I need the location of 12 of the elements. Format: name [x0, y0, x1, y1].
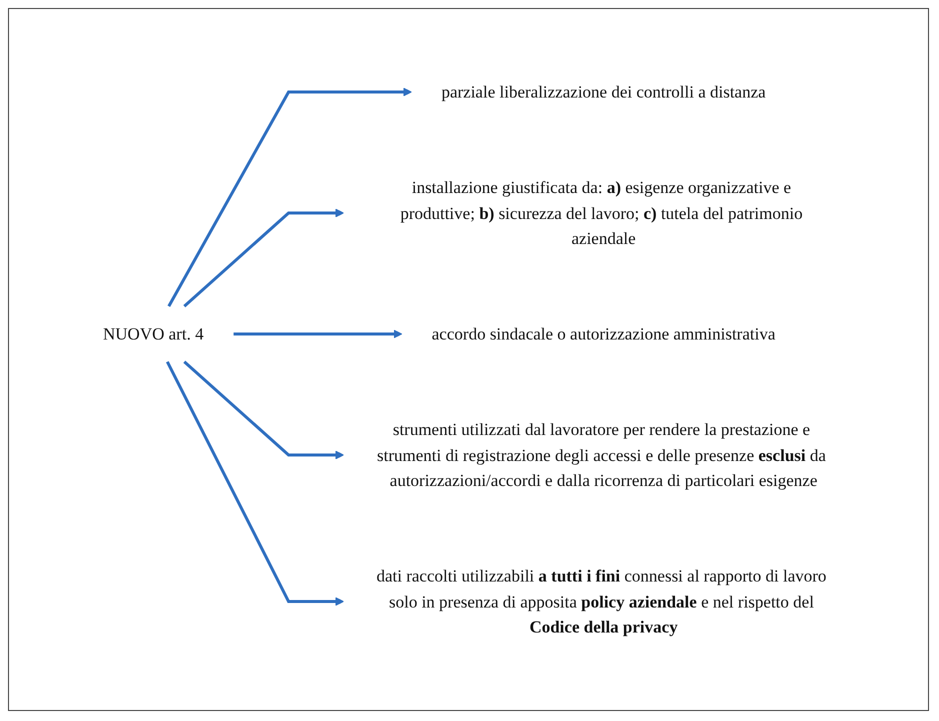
node-text: strumenti utilizzati dal lavoratore per rendere la prestazione e strumenti di registrazione degli accessi e delle presenze esclusi da autorizzazioni/accordi e dalla ricorrenza di particolari esigenze — [377, 420, 826, 490]
node-text: installazione giustificata da: a) esigenze organizzative e produttive; b) sicurezza del lavoro; c) tutela del patrimonio aziendale — [400, 178, 803, 248]
diagram-frame: NUOVO art. 4 parziale liberalizzazione dei controlli a distanza installazione giustificata da: a) esigenze organizzative e produttive; b) sicurezza del lavoro; c) tutela del patrimonio aziendale accordo sindacale o autorizzazione amministrativa strumenti utilizzati dal lavoratore per rendere la prestazione e strumenti di registrazione degli accessi e delle presenze esclusi da autorizzazioni/accordi e dalla ricorrenza di particolari esigenze dati raccolti utilizzabili a tutti i fini connessi al rapporto di lavoro solo in presenza di apposita policy aziendale e nel rispetto del Codice della privacy — [8, 8, 929, 711]
node-text: accordo sindacale o autorizzazione amministrativa — [432, 324, 776, 344]
arrow — [166, 361, 344, 606]
arrow — [184, 208, 344, 308]
arrow — [168, 88, 412, 307]
node-text: NUOVO art. 4 — [103, 324, 204, 344]
node-text: dati raccolti utilizzabili a tutti i fini connessi al rapporto di lavoro solo in presenza di apposita policy aziendale e nel rispetto del Codice della privacy — [376, 566, 827, 636]
arrow — [234, 330, 402, 338]
arrow — [184, 360, 344, 460]
node-text: parziale liberalizzazione dei controlli a distanza — [442, 82, 766, 102]
